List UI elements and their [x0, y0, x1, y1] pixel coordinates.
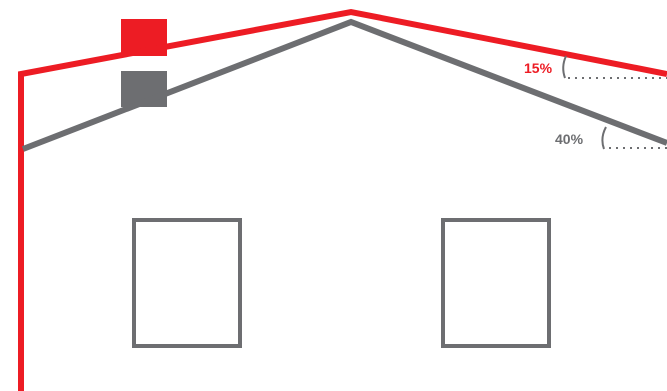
red-pitch-angle-arc: [562, 55, 567, 79]
grey-pitch-angle-arc: [601, 126, 607, 150]
grey-roof-outline: [21, 18, 667, 152]
left-window: [132, 218, 242, 348]
right-window: [441, 218, 551, 348]
grey-pitch-label: 40%: [555, 131, 584, 147]
red-roof-outline: [18, 8, 667, 391]
red-pitch-label: 15%: [524, 60, 553, 76]
